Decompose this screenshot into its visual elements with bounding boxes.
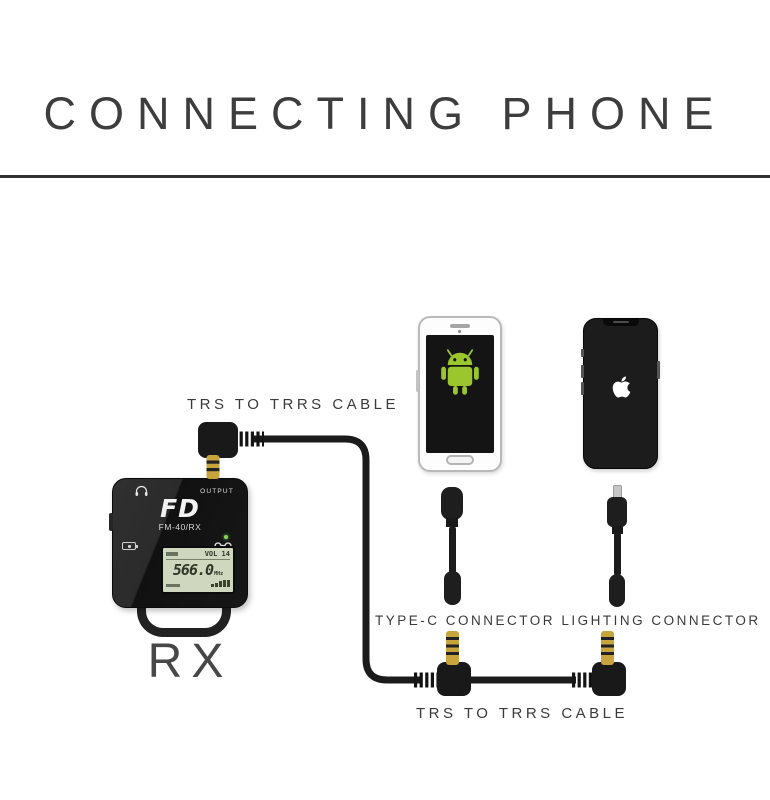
typec-adapter [430,485,475,607]
label-typec-connector: TYPE-C CONNECTOR [374,613,556,628]
receiver-label: RX [147,635,233,688]
headphone-icon [135,485,148,496]
iphone-earpiece [613,321,629,323]
label-cable-top: TRS TO TRRS CABLE [186,396,400,413]
battery-icon [122,542,138,550]
model-label: FM-40/RX [158,522,202,532]
lcd-status-segment [166,552,178,556]
android-home-button [446,455,474,465]
apple-logo-icon [612,376,631,398]
power-led [224,535,228,539]
android-robot-icon [441,349,479,395]
iphone-mute-switch [581,349,584,357]
lightning-plug [607,497,627,527]
typec-adapter-cable [449,526,456,574]
iphone-volume-up-button [581,365,584,378]
signal-bars-icon [211,580,230,587]
title-divider [0,175,770,178]
android-speaker [450,324,470,328]
lcd-volume: VOL 14 [204,550,230,558]
lcd-frequency-unit: MHz [214,571,224,577]
page-title: CONNECTING PHONE [43,88,727,139]
receiver-side-button [109,513,113,531]
lightning-adapter-neck [612,526,623,534]
android-side-button [416,370,419,392]
lightning-jack-socket [609,574,625,607]
iphone-power-button [657,361,660,379]
trrs-plug-left-icon [414,631,471,696]
lightning-adapter [595,483,640,609]
lcd-status-segment-2 [166,584,180,587]
iphone-volume-down-button [581,382,584,395]
output-label: OUTPUT [200,488,234,495]
lightning-adapter-cable [614,532,621,576]
iphone [581,318,660,469]
trs-plug-top-icon [198,422,264,479]
usb-c-plug [441,487,463,520]
trrs-plug-right-icon [572,631,626,696]
typec-jack-socket [444,571,461,605]
android-phone [416,316,502,472]
lcd-frequency: 566.0 [172,561,214,579]
label-lightning-connector: LIGHTING CONNECTOR [561,613,761,628]
label-cable-bottom: TRS TO TRRS CABLE [415,705,629,722]
typec-adapter-neck [446,518,458,527]
lcd-screen: VOL 14 566.0 MHz [161,546,235,594]
brand-logo: FD [160,494,200,523]
cable-run [252,435,420,684]
receiver-handle [137,584,231,637]
receiver-device: OUTPUT FD FM-40/RX VOL 14 566.0 MHz [109,478,248,608]
android-camera-dot [458,330,461,333]
